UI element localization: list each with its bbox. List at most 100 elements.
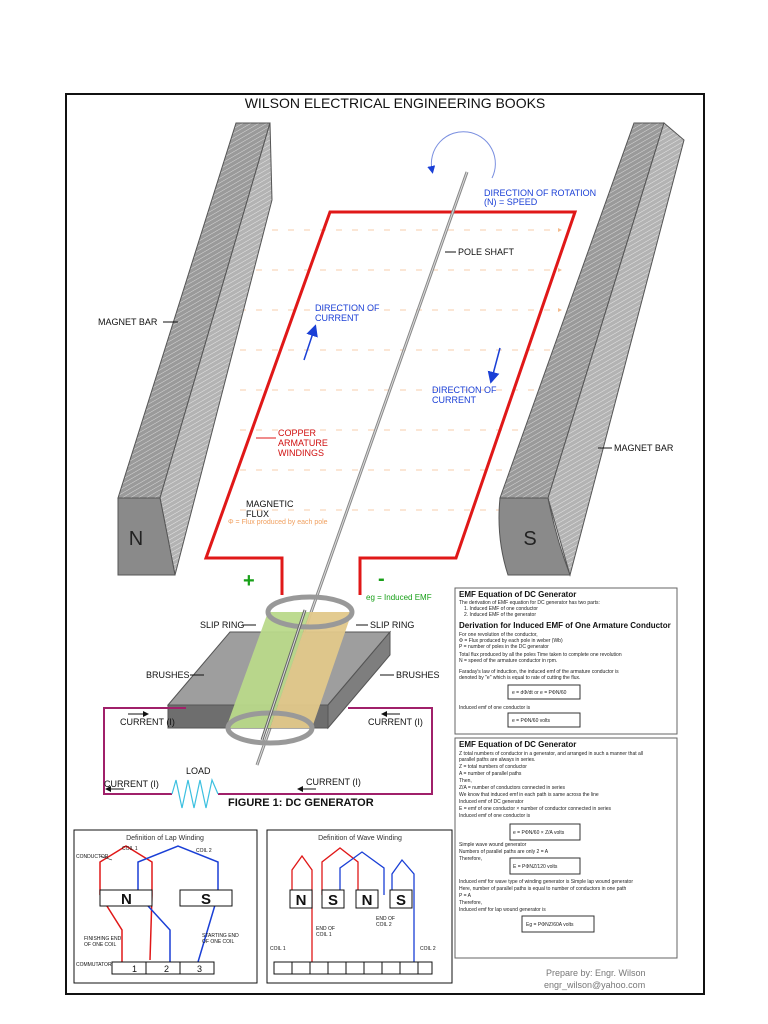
magnet-bar-left-label: MAGNET BAR bbox=[98, 317, 158, 327]
box2-formula-1: e = PΦN/60 × Z/A volts bbox=[513, 830, 565, 836]
box2-line-2: Z = total numbers of conductor bbox=[459, 764, 527, 770]
box2-line-11: Numbers of parallel paths are only 2 = A bbox=[459, 849, 549, 855]
wave-pole-2: S bbox=[328, 892, 338, 909]
box2-formula-2: E = PΦNZ/120 volts bbox=[513, 864, 558, 870]
slip-ring-left-label: SLIP RING bbox=[200, 620, 244, 630]
lap-starting-1: STARTING END bbox=[202, 933, 239, 939]
box2-line-8: E = emf of one conductor × number of con… bbox=[459, 806, 612, 812]
current-label-3: CURRENT (I) bbox=[104, 779, 159, 789]
wave-end-coil-2a: END OF bbox=[376, 916, 395, 922]
box2-line-14: Here, number of parallel paths is equal … bbox=[459, 886, 627, 892]
external-circuit bbox=[103, 707, 433, 795]
magnetic-flux-label-1: MAGNETIC bbox=[246, 499, 294, 509]
load-resistor bbox=[171, 778, 219, 809]
brushes-right-label: BRUSHES bbox=[396, 670, 440, 680]
wave-coil-1: COIL 1 bbox=[270, 946, 286, 952]
box1-intro: The derivation of EMF equation for DC ge… bbox=[459, 600, 600, 606]
dir-current-left-1: DIRECTION OF bbox=[315, 303, 380, 313]
lap-conductor: CONDUCTOR bbox=[76, 854, 109, 860]
box2-line-0: Z total numbers of conductor in a genera… bbox=[459, 751, 643, 757]
lap-pole-n: N bbox=[121, 891, 132, 908]
wave-pole-4: S bbox=[396, 892, 406, 909]
box1-heading: EMF Equation of DC Generator bbox=[459, 590, 576, 599]
speed-label: (N) = SPEED bbox=[484, 197, 538, 207]
copper-label-3: WINDINGS bbox=[278, 448, 324, 458]
lap-pole-s: S bbox=[201, 891, 211, 908]
wave-title: Definition of Wave Winding bbox=[318, 835, 402, 842]
wave-end-coil-2b: COIL 2 bbox=[376, 922, 392, 928]
lap-seg-2: 2 bbox=[164, 964, 169, 974]
box2-line-9: Induced emf of one conductor is bbox=[459, 813, 531, 819]
box1-line-2: P = number of poles in the DC generator bbox=[459, 644, 549, 650]
magnetic-flux-label-2: FLUX bbox=[246, 509, 269, 519]
current-label-2: CURRENT (I) bbox=[368, 717, 423, 727]
box2-line-17: Induced emf for lap wound generator is bbox=[459, 907, 546, 913]
current-arrow-down bbox=[487, 347, 501, 384]
box1-line-7: Induced emf of one conductor is bbox=[459, 705, 531, 711]
wave-end-coil-1b: COIL 1 bbox=[316, 932, 332, 938]
box1-formula-2: e = PΦN/60 volts bbox=[512, 718, 551, 724]
box2-line-10: Simple wave wound generator bbox=[459, 842, 527, 848]
magnet-bar-south: S bbox=[498, 122, 685, 577]
lap-title: Definition of Lap Winding bbox=[126, 835, 204, 842]
lap-winding-diagram: Definition of Lap Winding N S COIL 1 COI… bbox=[73, 829, 258, 984]
wave-pole-1: N bbox=[296, 892, 307, 909]
box2-line-3: A = number of parallel paths bbox=[459, 771, 522, 777]
lap-commutator: COMMUTATOR bbox=[76, 962, 112, 968]
lap-coil-2: COIL 2 bbox=[196, 848, 212, 854]
dir-current-left-2: CURRENT bbox=[315, 313, 360, 323]
dir-current-right-1: DIRECTION OF bbox=[432, 385, 497, 395]
load-label: LOAD bbox=[186, 766, 211, 776]
box2-line-15: P = A bbox=[459, 893, 472, 899]
box1-formula-1: e = dΦ/dt or e = PΦN/60 bbox=[512, 690, 567, 696]
wave-coil-2: COIL 2 bbox=[420, 946, 436, 952]
current-arrow-up bbox=[303, 324, 318, 361]
lap-finishing-2: OF ONE COIL bbox=[84, 942, 116, 948]
current-label-4: CURRENT (I) bbox=[306, 777, 361, 787]
magnet-bar-right-label: MAGNET BAR bbox=[614, 443, 674, 453]
box2-line-5: Z/A = number of conductors connected in … bbox=[459, 785, 566, 791]
box1-item-2: 2. Induced EMF of the generator bbox=[464, 612, 536, 618]
poster-frame bbox=[65, 93, 705, 995]
box1-item-1: 1. Induced EMF of one conductor bbox=[464, 606, 538, 612]
rotation-arc bbox=[427, 131, 496, 179]
box2-line-13: Induced emf for wave type of winding gen… bbox=[459, 879, 633, 885]
copper-label-1: COPPER bbox=[278, 428, 317, 438]
lap-seg-1: 1 bbox=[132, 964, 137, 974]
figure-caption: FIGURE 1: DC GENERATOR bbox=[228, 797, 374, 809]
box1-line-6: denoted by "e" which is equal to rate of… bbox=[459, 675, 580, 681]
wave-winding-diagram: Definition of Wave Winding N S N S END O… bbox=[266, 829, 453, 984]
wave-end-coil-1a: END OF bbox=[316, 926, 335, 932]
box1-line-1: Φ = Flux produced by each pole in weber … bbox=[459, 638, 563, 644]
box2-line-16: Therefore, bbox=[459, 900, 482, 906]
minus-sign: - bbox=[378, 568, 385, 590]
box1-line-0: For one revolution of the conductor, bbox=[459, 632, 538, 638]
induced-emf-label: eg = Induced EMF bbox=[366, 593, 432, 602]
box2-formula-3: Eg = PΦNZ/60A volts bbox=[526, 922, 574, 928]
slip-ring-assembly bbox=[225, 594, 355, 746]
box2-line-12: Therefore, bbox=[459, 856, 482, 862]
dir-current-right-2: CURRENT bbox=[432, 395, 477, 405]
magnet-bar-north: N bbox=[117, 122, 273, 576]
direction-rotation-label: DIRECTION OF ROTATION bbox=[484, 188, 596, 198]
box2-line-4: Then, bbox=[459, 778, 472, 784]
box2-line-6: We know that induced emf in each path is… bbox=[459, 792, 599, 798]
pole-s-label: S bbox=[523, 528, 536, 550]
box1-subheading: Derivation for Induced EMF of One Armatu… bbox=[459, 621, 671, 630]
wave-pole-3: N bbox=[362, 892, 373, 909]
poster-title: WILSON ELECTRICAL ENGINEERING BOOKS bbox=[245, 95, 546, 111]
magnetic-flux-lines bbox=[240, 228, 562, 512]
credit-line-1: Prepare by: Engr. Wilson bbox=[546, 968, 646, 978]
lap-starting-2: OF ONE COIL bbox=[202, 939, 234, 945]
box2-heading: EMF Equation of DC Generator bbox=[459, 740, 576, 749]
emf-box-1: EMF Equation of DC Generator The derivat… bbox=[454, 587, 678, 735]
box2-line-7: Induced emf of DC generator bbox=[459, 799, 524, 805]
current-label-1: CURRENT (I) bbox=[120, 717, 175, 727]
flux-note: Φ = Flux produced by each pole bbox=[228, 519, 328, 526]
pole-shaft-label: POLE SHAFT bbox=[458, 247, 515, 257]
box2-line-1: parallel paths are always in series. bbox=[459, 757, 535, 763]
box1-line-4: N = speed of the armature conductor in r… bbox=[459, 658, 557, 664]
box1-line-5: Faraday's law of induction, the induced … bbox=[459, 669, 619, 675]
slip-ring-right-label: SLIP RING bbox=[370, 620, 414, 630]
